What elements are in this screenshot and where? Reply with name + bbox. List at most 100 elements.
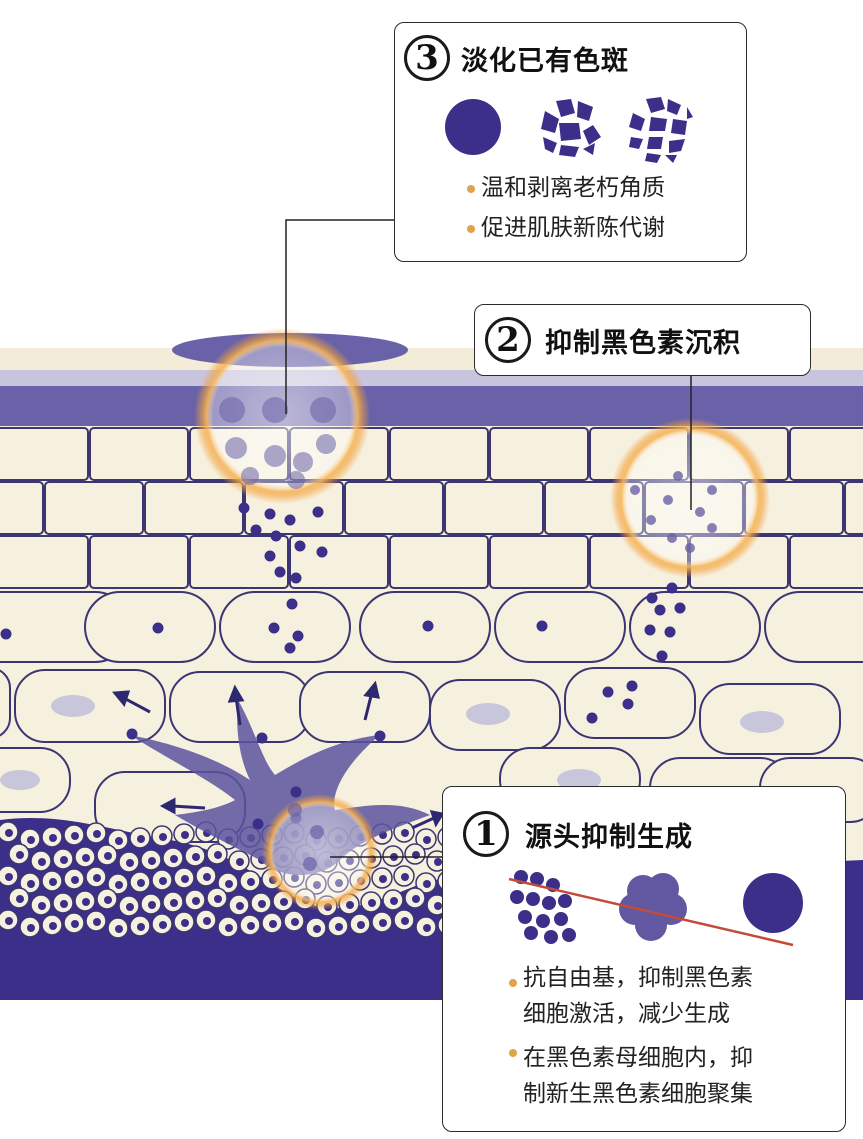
- melanin-granule: [270, 530, 282, 542]
- basal-cell-nucleus: [159, 877, 167, 885]
- melanin-granules: [0, 502, 686, 830]
- melanin-granule: [422, 620, 434, 632]
- melanin-granule: [374, 730, 386, 742]
- basal-cell-nucleus: [60, 856, 68, 864]
- step3-title: 淡化已有色斑: [461, 46, 629, 77]
- step3-number: 3: [404, 35, 450, 81]
- melanin-granule: [256, 732, 268, 744]
- basal-cell-nucleus: [181, 875, 189, 883]
- basal-cell-nucleus: [137, 835, 145, 843]
- melanin-granule: [290, 786, 302, 798]
- basal-cell-nucleus: [247, 878, 255, 886]
- brick-cell: [789, 427, 863, 481]
- basal-cell-nucleus: [137, 923, 145, 931]
- cracked-spot-icon: [541, 99, 601, 157]
- basal-cell-nucleus: [38, 858, 46, 866]
- brick-cell: [844, 481, 863, 535]
- basal-cell-nucleus: [82, 854, 90, 862]
- melanin-granule: [238, 502, 250, 514]
- cell-nuclei: [0, 695, 784, 791]
- dispersed-spot-icon: [629, 97, 693, 163]
- step3-bullet-1: 温和剥离老朽角质: [481, 175, 665, 201]
- basal-cell-nucleus: [93, 874, 101, 882]
- step2-card: 2 抑制黑色素沉积: [474, 304, 811, 376]
- brick-cell: [0, 535, 89, 589]
- brick-cell: [389, 427, 489, 481]
- basal-cell-nucleus: [225, 880, 233, 888]
- melanin-granule: [312, 506, 324, 518]
- basal-cell-nucleus: [71, 832, 79, 840]
- step1-number: 1: [463, 811, 509, 857]
- melanin-granule: [646, 592, 658, 604]
- basal-cell-nucleus: [5, 917, 13, 925]
- basal-cell-nucleus: [313, 925, 321, 933]
- melanin-granule: [264, 508, 276, 520]
- basal-cell-nucleus: [236, 858, 244, 866]
- basal-cell-nucleus: [82, 898, 90, 906]
- basal-cell-nucleus: [412, 851, 420, 859]
- basal-cell-nucleus: [71, 920, 79, 928]
- brick-cell: [489, 427, 589, 481]
- brick-cell: [489, 535, 589, 589]
- basal-cell-nucleus: [434, 902, 442, 910]
- bullet-dot: [467, 185, 475, 193]
- melanin-granule: [666, 582, 678, 594]
- step2-title: 抑制黑色素沉积: [545, 328, 741, 359]
- basal-cell-nucleus: [104, 852, 112, 860]
- melanin-granule: [252, 818, 264, 830]
- basal-cell-nucleus: [148, 857, 156, 865]
- step1-bullet-2-line-1: 在黑色素母细胞内，抑: [523, 1045, 753, 1071]
- basal-cell-nucleus: [71, 876, 79, 884]
- step1-bullet-1-line-1: 抗自由基，抑制黑色素: [523, 965, 753, 991]
- basal-cell-nucleus: [280, 898, 288, 906]
- basal-cell-nucleus: [5, 873, 13, 881]
- basal-cell-nucleus: [236, 902, 244, 910]
- step1-bullet-2-line-2: 制新生黑色素细胞聚集: [523, 1081, 753, 1107]
- brick-cell: [789, 535, 863, 589]
- basal-cell-nucleus: [159, 921, 167, 929]
- basal-cell-nucleus: [225, 924, 233, 932]
- basal-cell-nucleus: [412, 895, 420, 903]
- basal-cell-nucleus: [27, 924, 35, 932]
- brick-cell: [89, 535, 189, 589]
- melanin-granule: [654, 604, 666, 616]
- brick-cell: [444, 481, 544, 535]
- brick-cell: [89, 427, 189, 481]
- melanin-granule: [664, 626, 676, 638]
- basal-cell-nucleus: [126, 859, 134, 867]
- melanin-granule: [294, 540, 306, 552]
- basal-cell-nucleus: [346, 901, 354, 909]
- basal-cell-nucleus: [27, 836, 35, 844]
- strike-line: [508, 877, 794, 947]
- brick-cell: [44, 481, 144, 535]
- melanin-granule: [152, 622, 164, 634]
- bullet-dot: [509, 979, 517, 987]
- basal-cell-nucleus: [423, 880, 431, 888]
- basal-cell-nucleus: [258, 900, 266, 908]
- melanin-granule: [264, 550, 276, 562]
- melanin-granule: [0, 628, 12, 640]
- basal-cell-nucleus: [16, 895, 24, 903]
- basal-cell-nucleus: [269, 920, 277, 928]
- basal-cell-nucleus: [368, 899, 376, 907]
- solid-spot-icon: [445, 99, 501, 155]
- melanin-inhibition-icons: [508, 870, 803, 947]
- melanin-granule: [626, 680, 638, 692]
- basal-cell-nucleus: [115, 881, 123, 889]
- step1-bullet-1-line-2: 细胞激活，减少生成: [523, 1001, 730, 1027]
- basal-cell-nucleus: [181, 919, 189, 927]
- bullet-dot: [509, 1049, 517, 1057]
- basal-cell-nucleus: [38, 902, 46, 910]
- basal-cell-nucleus: [148, 901, 156, 909]
- melanin-granule: [674, 602, 686, 614]
- glow-circle-2: [610, 418, 770, 578]
- basal-cell-nucleus: [401, 873, 409, 881]
- basal-cell-nucleus: [214, 895, 222, 903]
- basal-cell-nucleus: [203, 873, 211, 881]
- basal-cell-nucleus: [192, 897, 200, 905]
- brick-cell: [0, 481, 44, 535]
- melanin-granule: [622, 698, 634, 710]
- brick-cell: [144, 481, 244, 535]
- melanin-granule: [656, 650, 668, 662]
- basal-cell-nucleus: [401, 917, 409, 925]
